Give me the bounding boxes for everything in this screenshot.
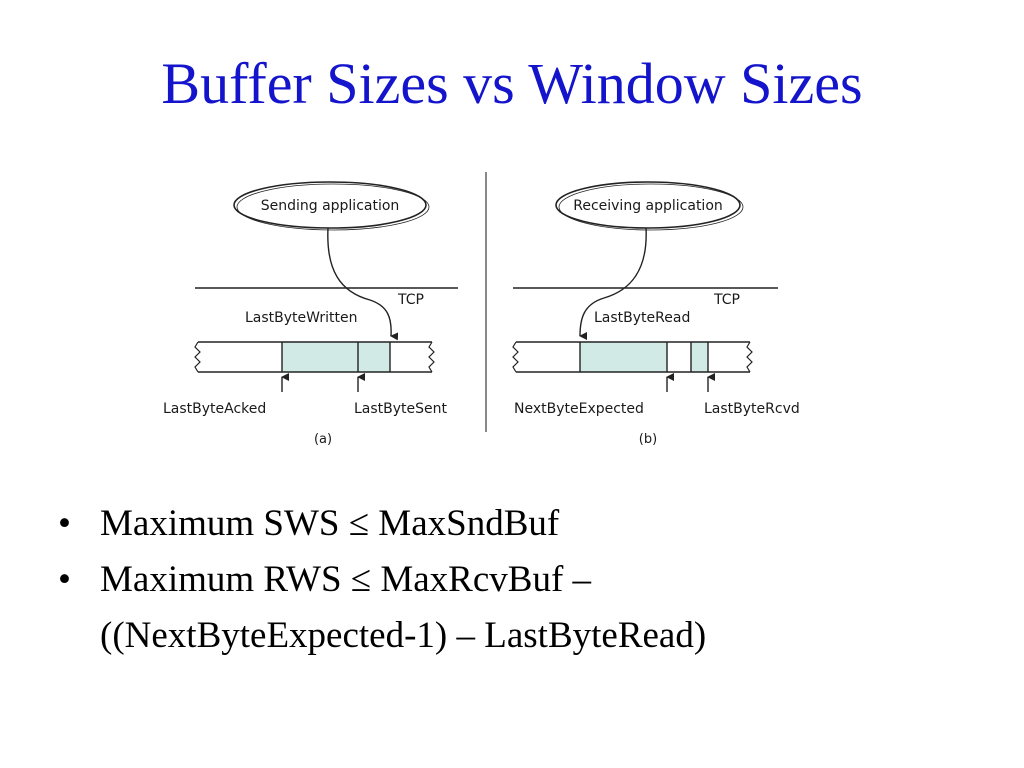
bullet-text: Maximum RWS ≤ MaxRcvBuf – <box>100 559 592 600</box>
receiver-buffer-filled-2 <box>691 342 708 372</box>
receiving-application-ellipse <box>555 181 741 229</box>
sender-panel: Sending application TCP LastByteWritten … <box>163 181 458 447</box>
receiving-application-label: Receiving application <box>573 198 723 214</box>
receiver-buffer-filled-1 <box>580 342 667 372</box>
sender-tcp-label: TCP <box>397 292 424 308</box>
bullet-item-rws: • Maximum RWS ≤ MaxRcvBuf – ((NextByteEx… <box>58 552 978 664</box>
receiver-buffer-left-break <box>512 341 519 373</box>
bullet-item-sws: • Maximum SWS ≤ MaxSndBuf <box>58 496 978 552</box>
sender-buffer-right-break <box>428 341 435 373</box>
bullet-list: • Maximum SWS ≤ MaxSndBuf • Maximum RWS … <box>58 496 978 664</box>
sending-application-label: Sending application <box>261 198 400 214</box>
receiving-application-ellipse-shadow <box>558 183 744 231</box>
last-byte-read-label: LastByteRead <box>594 310 690 326</box>
last-byte-acked-label: LastByteAcked <box>163 401 266 417</box>
bullet-text-continuation: ((NextByteExpected-1) – LastByteRead) <box>100 615 707 656</box>
receiver-panel: Receiving application TCP LastByteRead N… <box>512 181 800 447</box>
receiver-caption: (b) <box>639 432 657 447</box>
sending-application-ellipse <box>233 181 427 229</box>
receiver-read-arrow <box>579 227 647 341</box>
sending-application-ellipse-shadow <box>236 183 430 231</box>
bullet-marker: • <box>58 503 71 544</box>
last-byte-written-label: LastByteWritten <box>245 310 357 326</box>
last-byte-sent-label: LastByteSent <box>354 401 448 417</box>
receiver-buffer-right-break <box>746 341 753 373</box>
sender-caption: (a) <box>314 432 332 447</box>
bullet-text: Maximum SWS ≤ MaxSndBuf <box>100 503 560 544</box>
sender-buffer-filled <box>282 342 390 372</box>
receiver-tcp-label: TCP <box>713 292 740 308</box>
sender-write-arrow <box>327 227 399 341</box>
sender-buffer-left-break <box>194 341 201 373</box>
slide-title: Buffer Sizes vs Window Sizes <box>161 51 863 116</box>
next-byte-expected-label: NextByteExpected <box>514 401 644 417</box>
bullet-marker: • <box>58 559 71 600</box>
last-byte-rcvd-label: LastByteRcvd <box>704 401 800 417</box>
